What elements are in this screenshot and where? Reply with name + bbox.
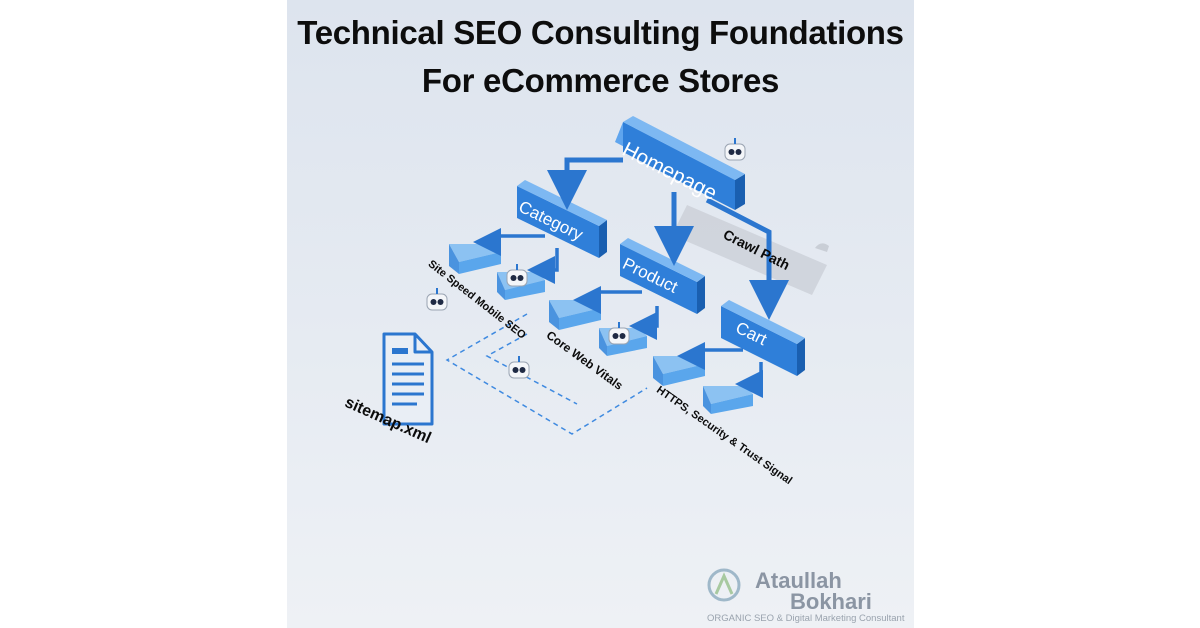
cart-node bbox=[721, 300, 805, 376]
infographic-panel: Technical SEO Consulting Foundations For… bbox=[287, 0, 914, 628]
crawl-path-band bbox=[672, 205, 827, 295]
crawler-robot-icon bbox=[506, 264, 528, 287]
product-arrows bbox=[573, 286, 659, 340]
brand-tagline: ORGANIC SEO & Digital Marketing Consulta… bbox=[707, 613, 905, 624]
crawl-path-cursor-icon bbox=[815, 243, 829, 252]
category-leaf-1 bbox=[449, 244, 501, 274]
crawler-robot-icon bbox=[508, 356, 530, 379]
crawler-robot-icon bbox=[426, 288, 448, 311]
title-line-1: Technical SEO Consulting Foundations bbox=[297, 14, 904, 51]
sitemap-document-icon bbox=[382, 332, 434, 426]
brand-name-line-1: Ataullah bbox=[755, 568, 842, 593]
homepage-arrows bbox=[547, 157, 789, 320]
sitemap-dashed-links bbox=[445, 313, 648, 435]
product-leaf-1 bbox=[549, 300, 601, 330]
cart-leaf-2 bbox=[703, 386, 753, 414]
brand-name-line-2: Bokhari bbox=[790, 589, 872, 614]
site-architecture-diagram bbox=[382, 116, 829, 602]
cart-arrows bbox=[677, 342, 763, 398]
homepage-node bbox=[615, 116, 745, 210]
brand-watermark: Ataullah Bokhari ORGANIC SEO & Digital M… bbox=[707, 564, 912, 628]
cart-leaf-1 bbox=[653, 356, 705, 386]
crawler-robot-icon bbox=[608, 322, 630, 345]
brand-logo-icon bbox=[707, 568, 741, 602]
crawler-robot-icon bbox=[724, 138, 746, 161]
title-line-2: For eCommerce Stores bbox=[421, 62, 780, 99]
category-arrows bbox=[473, 228, 559, 284]
